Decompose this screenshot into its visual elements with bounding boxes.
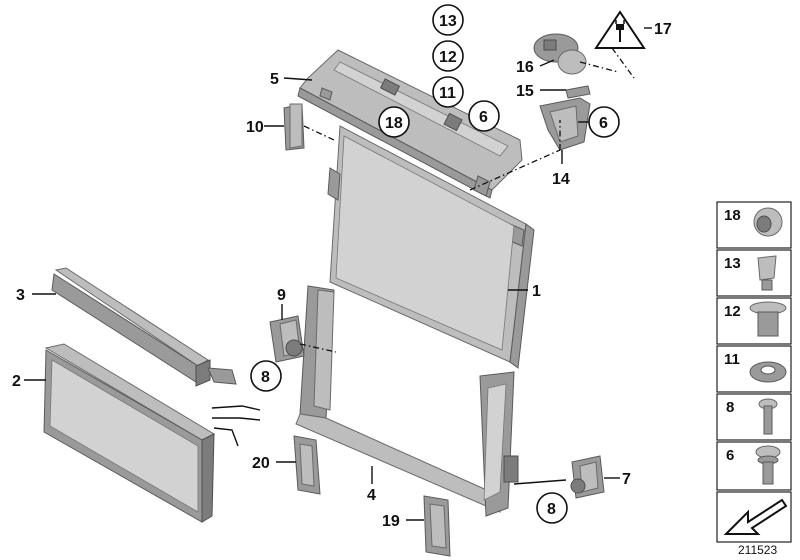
callout-4: 4 (367, 487, 376, 504)
callout-20: 20 (252, 455, 270, 472)
part-10-bracket[interactable] (283, 103, 305, 151)
document-id: 211523 (738, 543, 777, 557)
part-16-pump[interactable] (533, 33, 587, 75)
callout-6a: 6 (479, 109, 488, 126)
part-5-upper-bracket[interactable] (297, 49, 523, 199)
clip-nut-icon (749, 301, 787, 337)
callout-9: 9 (277, 287, 286, 304)
callout-15: 15 (516, 83, 534, 100)
part-4-frame[interactable] (295, 285, 519, 517)
legend-label-6: 6 (726, 447, 734, 464)
leaders (24, 27, 652, 521)
callout-12: 12 (439, 49, 457, 66)
callout-16: 16 (516, 59, 534, 76)
callout-18: 18 (385, 115, 403, 132)
part-15-strap[interactable] (565, 85, 591, 99)
direction-arrow-icon (723, 498, 788, 535)
part-3-cooler[interactable] (51, 267, 237, 387)
callout-19: 19 (382, 513, 400, 530)
part-9-mount[interactable] (269, 315, 305, 363)
legend-label-8: 8 (726, 399, 734, 416)
part-17-warning-symbol (594, 10, 646, 49)
callout-14: 14 (552, 171, 570, 188)
callout-13: 13 (439, 13, 457, 30)
callout-1: 1 (532, 283, 541, 300)
part-7-mount[interactable] (513, 455, 605, 499)
callout-10: 10 (246, 119, 264, 136)
part-2-condenser[interactable] (43, 343, 261, 523)
part-20-bracket[interactable] (293, 435, 321, 495)
callout-7: 7 (622, 471, 631, 488)
bushing-icon (753, 207, 783, 237)
part-19-bracket[interactable] (423, 495, 451, 557)
part-14-holder[interactable] (539, 97, 591, 151)
rubber-grommet-icon (749, 361, 787, 383)
callout-11: 11 (439, 85, 456, 102)
callout-17: 17 (654, 21, 672, 38)
legend-label-11: 11 (724, 351, 740, 368)
callout-5: 5 (270, 71, 279, 88)
legend-label-12: 12 (724, 303, 741, 320)
assembly-lines (299, 47, 635, 353)
legend-label-13: 13 (724, 255, 741, 272)
fastener-legend: 18 13 12 11 8 6 (716, 201, 792, 543)
expansion-rivet-icon (757, 255, 777, 291)
callout-8b: 8 (547, 501, 556, 518)
callout-2: 2 (12, 373, 21, 390)
callout-6b: 6 (599, 115, 608, 132)
callout-3: 3 (16, 287, 25, 304)
part-1-radiator[interactable] (327, 125, 535, 369)
callout-8a: 8 (261, 369, 270, 386)
screw-icon (758, 398, 778, 435)
legend-label-18: 18 (724, 207, 741, 224)
collar-screw-icon (755, 445, 781, 485)
